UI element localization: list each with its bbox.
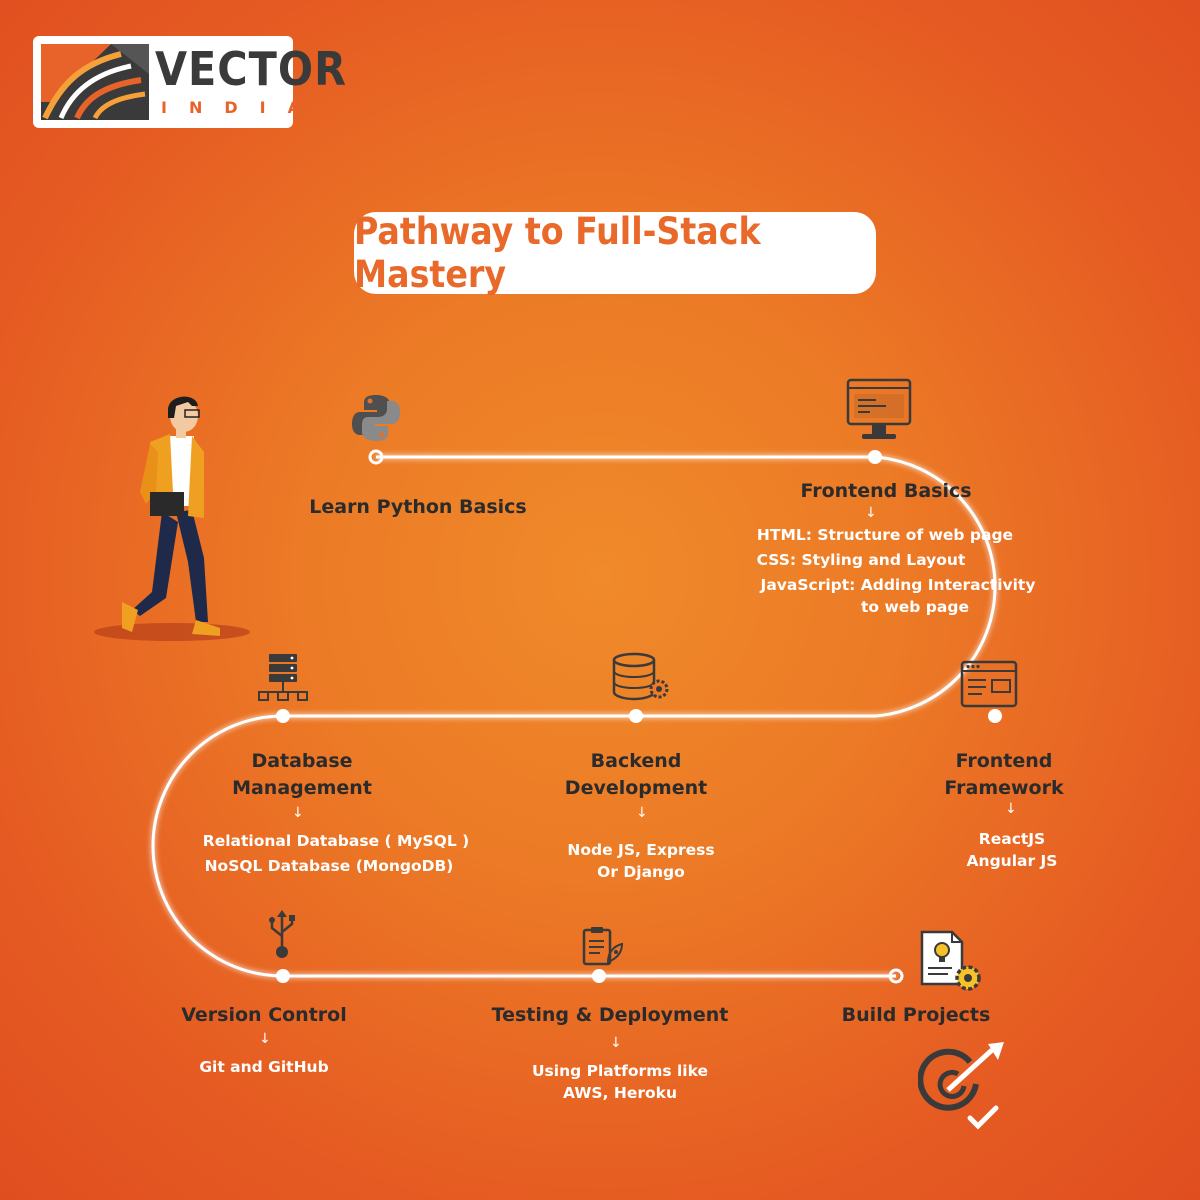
- usb-branch-icon: [269, 910, 295, 958]
- title-banner: Pathway to Full-Stack Mastery: [354, 210, 876, 296]
- step-frontend-basics-detail: HTML: Structure of web page: [756, 526, 1014, 544]
- milestone-dot: [592, 969, 606, 983]
- walking-person-illustration: [94, 396, 250, 641]
- down-arrow-icon: ↓: [865, 505, 877, 521]
- milestone-dot-end: [888, 968, 904, 984]
- step-backend-development-label: Backend Development: [564, 750, 708, 799]
- down-arrow-icon: ↓: [636, 805, 648, 821]
- brand-logo: VECTOR INDIA: [33, 36, 346, 128]
- step-database-management-detail: Relational Database ( MySQL ): [202, 832, 470, 850]
- milestone-dots: [276, 449, 1002, 984]
- monitor-code-icon: [846, 378, 912, 439]
- brand-name: VECTOR: [155, 42, 347, 96]
- clipboard-rocket-icon: [582, 927, 624, 966]
- step-frontend-framework-label: Frontend Framework: [944, 750, 1064, 799]
- milestone-dot: [868, 450, 882, 464]
- milestone-dot: [276, 709, 290, 723]
- step-build-projects-label: Build Projects: [841, 1004, 991, 1026]
- step-testing-deployment-detail: AWS, Heroku: [563, 1084, 677, 1102]
- down-arrow-icon: ↓: [610, 1035, 622, 1051]
- database-gear-icon: [612, 652, 669, 701]
- step-learn-python-label: Learn Python Basics: [309, 496, 527, 518]
- step-frontend-basics-label: Frontend Basics: [800, 480, 972, 502]
- down-arrow-icon: ↓: [1005, 801, 1017, 817]
- step-version-control-detail: Git and GitHub: [199, 1058, 329, 1076]
- step-frontend-basics-detail: JavaScript: Adding Interactivity: [760, 576, 1036, 594]
- step-backend-development-detail: Or Django: [597, 863, 685, 881]
- browser-window-icon: [960, 660, 1018, 708]
- step-frontend-framework-detail: Angular JS: [966, 852, 1058, 870]
- step-frontend-basics-detail: CSS: Styling and Layout: [756, 551, 966, 569]
- step-version-control-label: Version Control: [181, 1004, 347, 1026]
- down-arrow-icon: ↓: [292, 805, 304, 821]
- step-database-management-detail: NoSQL Database (MongoDB): [204, 857, 454, 875]
- milestone-dot: [629, 709, 643, 723]
- milestone-dot: [276, 969, 290, 983]
- vector-india-logo-icon: [41, 44, 149, 120]
- step-database-management-label: Database Management: [232, 750, 372, 799]
- document-bulb-gear-icon: [920, 930, 981, 991]
- database-network-icon: [258, 654, 308, 701]
- milestone-dot: [988, 709, 1002, 723]
- python-logo-icon: [352, 395, 400, 441]
- step-testing-deployment-detail: Using Platforms like: [531, 1062, 709, 1080]
- target-checkmark-icon: [918, 1042, 1004, 1130]
- step-backend-development-detail: Node JS, Express: [567, 841, 715, 859]
- step-testing-deployment-label: Testing & Deployment: [491, 1004, 729, 1026]
- step-frontend-basics-detail: to web page: [861, 598, 969, 616]
- milestone-dot-start: [368, 449, 384, 465]
- step-frontend-framework-detail: ReactJS: [978, 830, 1046, 848]
- brand-tagline: INDIA: [161, 98, 322, 117]
- page-title: Pathway to Full-Stack Mastery: [354, 210, 761, 296]
- down-arrow-icon: ↓: [259, 1031, 271, 1047]
